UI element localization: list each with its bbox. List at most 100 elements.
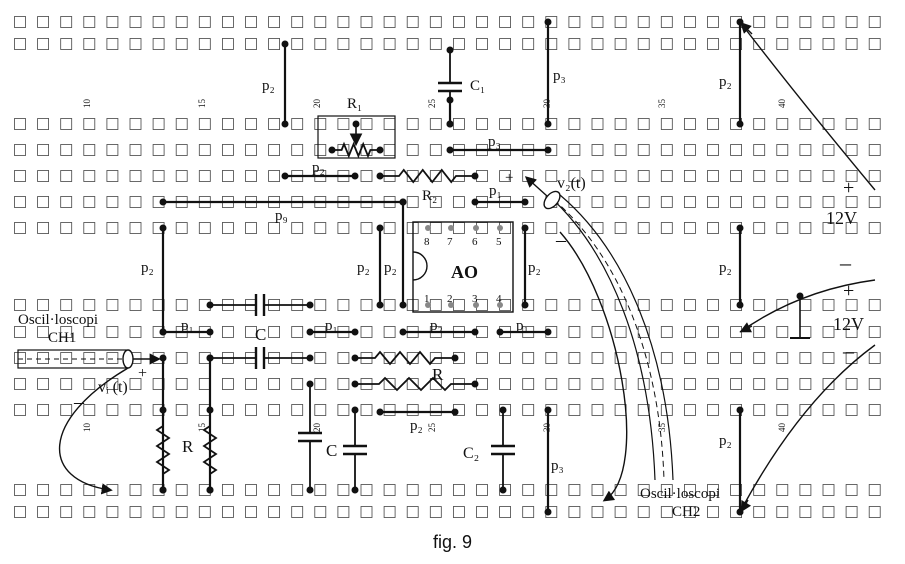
figure-caption: fig. 9: [432, 532, 473, 552]
breadboard-hole: [684, 16, 696, 28]
label-p2: p₂: [410, 418, 423, 434]
breadboard-hole: [429, 38, 442, 50]
breadboard-hole: [499, 38, 512, 50]
wire-end-dot: [351, 172, 359, 180]
breadboard-hole: [730, 170, 742, 182]
label-r: R: [182, 437, 194, 456]
components: [17, 21, 876, 513]
breadboard-hole: [845, 222, 858, 234]
breadboard-hole: [707, 38, 719, 50]
capacitor-lead-dot: [306, 354, 314, 362]
resistor-lead-dot: [206, 486, 214, 494]
breadboard-hole: [383, 16, 396, 28]
breadboard-hole: [175, 38, 188, 50]
breadboard-hole: [730, 144, 742, 156]
resistor: [332, 141, 380, 159]
breadboard-hole: [822, 352, 835, 364]
resistor-lead-dot: [206, 406, 214, 414]
breadboard-hole: [129, 38, 142, 50]
breadboard-hole: [291, 506, 304, 518]
breadboard-hole: [660, 38, 673, 50]
breadboard-hole: [60, 170, 73, 182]
wire-end-dot: [376, 408, 384, 416]
breadboard-hole: [637, 352, 650, 364]
breadboard-hole: [60, 38, 73, 50]
breadboard-hole: [707, 118, 719, 130]
breadboard-hole: [337, 484, 350, 496]
breadboard-hole: [129, 196, 142, 208]
breadboard-hole: [198, 16, 211, 28]
label-p3: p₃: [553, 68, 566, 84]
breadboard-hole: [822, 222, 835, 234]
breadboard-hole: [106, 144, 119, 156]
breadboard-hole: [452, 118, 465, 130]
breadboard-hole: [129, 326, 142, 338]
breadboard-hole: [14, 299, 26, 311]
potentiometer-box: [317, 115, 396, 159]
breadboard-hole: [291, 222, 304, 234]
wire-end-dot: [306, 328, 314, 336]
resistor: [155, 410, 171, 490]
probe-ch1-tip: [122, 349, 134, 369]
breadboard-hole: [245, 484, 257, 496]
breadboard-hole: [291, 16, 304, 28]
breadboard-hole: [614, 16, 627, 28]
breadboard-hole: [198, 170, 211, 182]
breadboard-hole: [221, 38, 234, 50]
ic-pin: [425, 225, 431, 231]
resistor: [355, 376, 475, 392]
breadboard-hole: [37, 16, 49, 28]
capacitor-lead-dot: [499, 486, 507, 494]
breadboard-hole: [383, 404, 396, 416]
breadboard-hole: [198, 118, 211, 130]
capacitor-lead-dot: [306, 301, 314, 309]
breadboard-hole: [868, 326, 881, 338]
label-p1: p₁: [181, 318, 194, 334]
breadboard-hole: [337, 378, 350, 390]
breadboard-hole: [822, 404, 835, 416]
label-p9: p₉: [275, 208, 288, 224]
probe-ch2-cable: [547, 194, 656, 481]
breadboard-hole: [152, 16, 165, 28]
wire-end-dot: [471, 328, 479, 336]
ic-pin-number: 5: [496, 236, 502, 248]
breadboard-hole: [383, 118, 396, 130]
breadboard-hole: [799, 506, 812, 518]
label-p1: p₁: [516, 318, 529, 334]
breadboard-hole: [83, 352, 96, 364]
capacitor-lead-dot: [499, 406, 507, 414]
ic-pin: [425, 302, 431, 308]
breadboard-hole: [245, 404, 257, 416]
breadboard-hole: [614, 196, 627, 208]
wire-end-dot: [399, 328, 407, 336]
breadboard-hole: [60, 378, 73, 390]
breadboard-hole: [707, 222, 719, 234]
breadboard-hole: [314, 299, 327, 311]
breadboard-hole: [568, 326, 581, 338]
wire-end-dot: [376, 301, 384, 309]
breadboard-hole: [660, 16, 673, 28]
breadboard-hole: [268, 378, 281, 390]
label-minus: –: [73, 391, 85, 413]
breadboard-hole: [660, 196, 673, 208]
breadboard-hole: [314, 144, 327, 156]
wire-end-dot: [159, 354, 167, 362]
ic-notch: [412, 251, 428, 281]
resistor-lead-dot: [159, 486, 167, 494]
label-p2: p₂: [430, 318, 443, 334]
wire-end-dot: [281, 172, 289, 180]
resistor-lead-dot: [351, 354, 359, 362]
breadboard-hole: [198, 378, 211, 390]
power-arrow: [739, 322, 753, 333]
breadboard-hole: [568, 38, 581, 50]
label-p2: p₂: [384, 260, 397, 276]
wire-end-dot: [496, 328, 504, 336]
wire-end-dot: [281, 40, 289, 48]
breadboard-hole: [106, 326, 119, 338]
breadboard-hole: [799, 326, 812, 338]
breadboard-hole: [314, 352, 327, 364]
breadboard-hole: [776, 16, 789, 28]
breadboard-hole: [429, 16, 442, 28]
ic-pin-number: 1: [424, 293, 430, 305]
breadboard-hole: [60, 118, 73, 130]
